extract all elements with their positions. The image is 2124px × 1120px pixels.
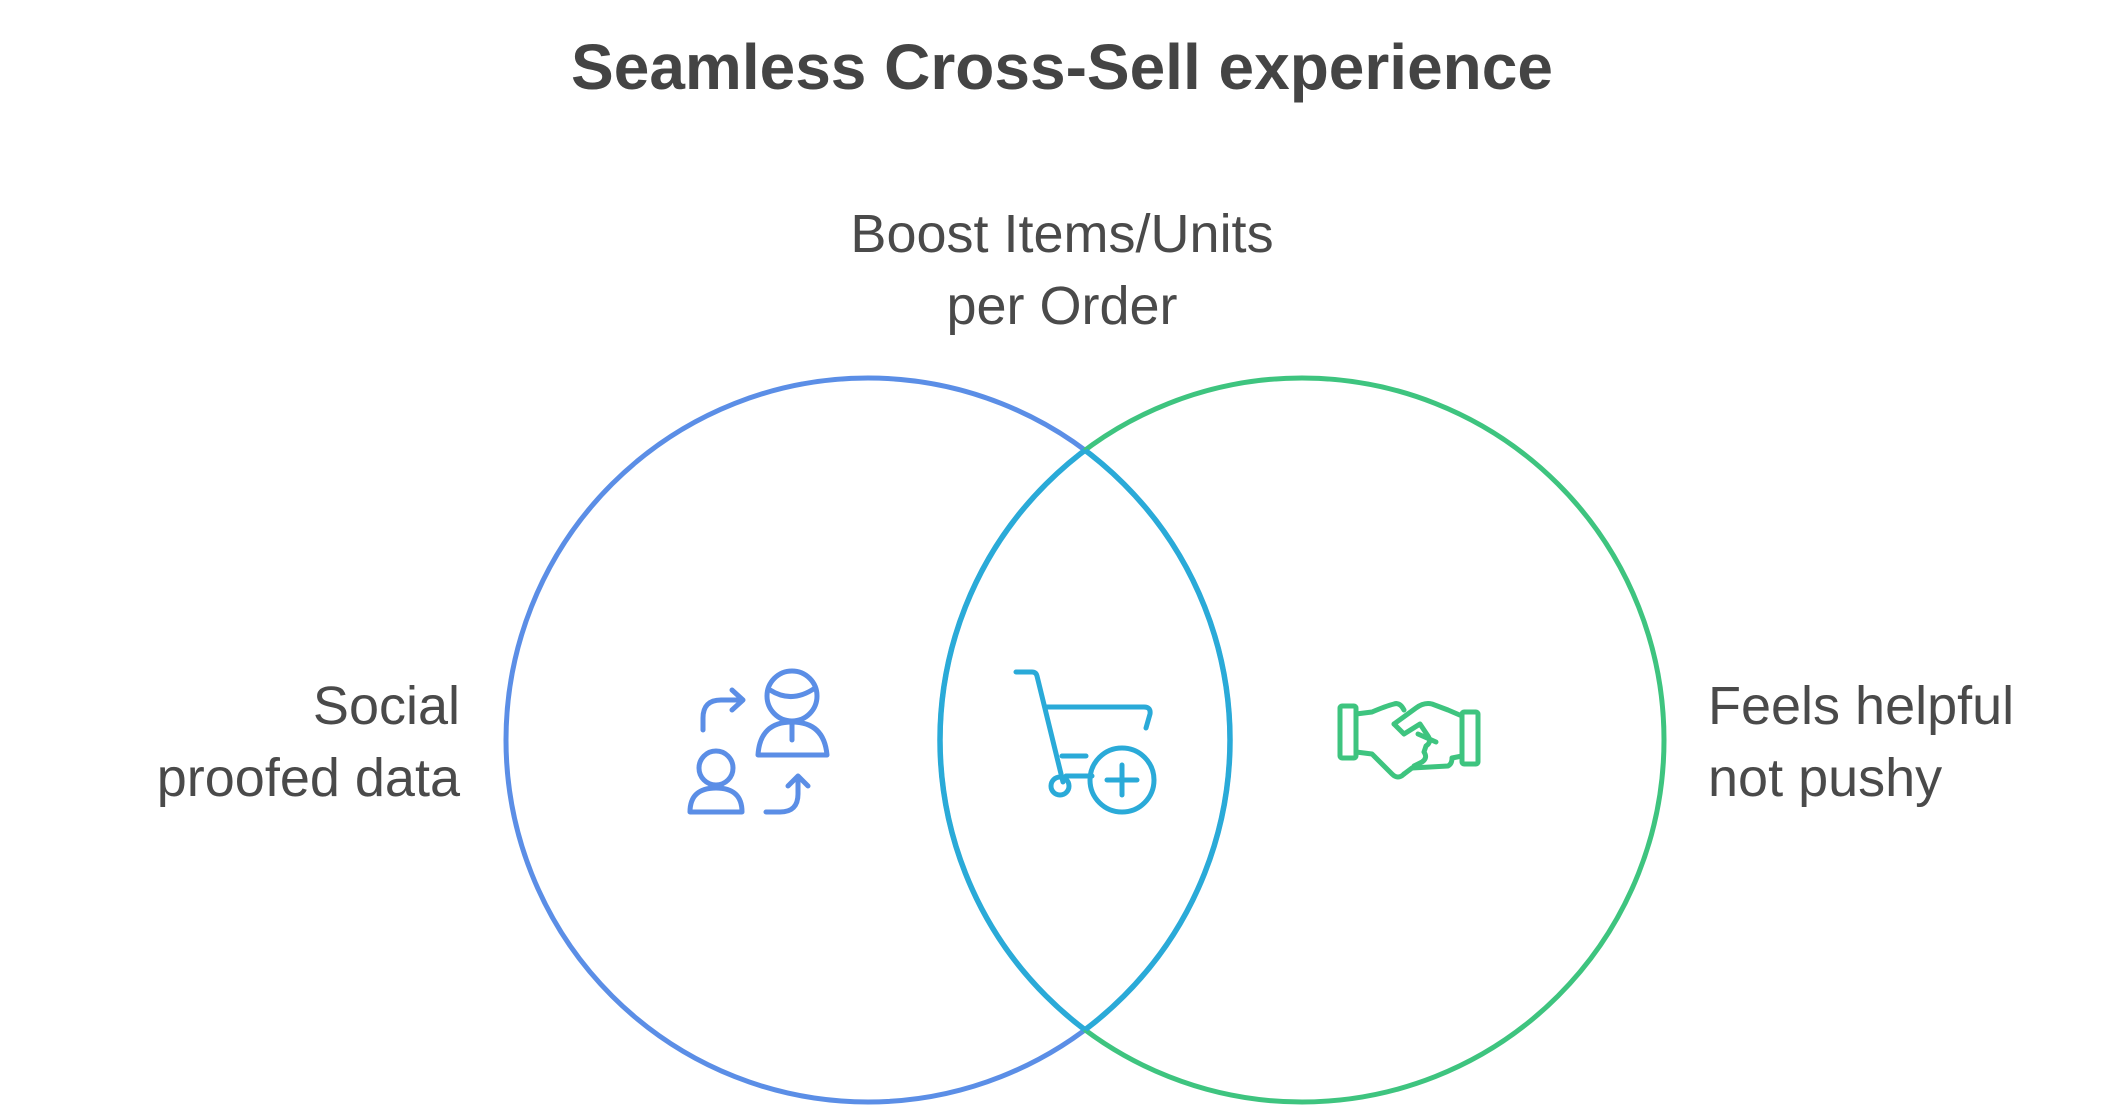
label-social-proof: Social proofed data xyxy=(60,670,460,814)
label-boost-line-1: Boost Items/Units xyxy=(850,204,1274,264)
diagram-title: Seamless Cross-Sell experience xyxy=(571,31,1553,103)
handshake-icon xyxy=(1337,701,1481,780)
label-social-line-1: Social xyxy=(312,676,460,736)
overlap-arc-right xyxy=(937,378,1230,1102)
cart-add-icon xyxy=(1013,669,1157,815)
right-circle xyxy=(937,375,1667,1105)
label-feels-helpful: Feels helpful not pushy xyxy=(1708,670,2124,814)
label-social-line-2: proofed data xyxy=(156,748,460,808)
overlap-arc-left xyxy=(940,378,1233,1102)
label-boost-line-2: per Order xyxy=(946,276,1178,336)
label-boost-items: Boost Items/Units per Order xyxy=(762,198,1362,342)
user-exchange-icon xyxy=(687,668,830,815)
left-circle xyxy=(503,375,1233,1105)
label-helpful-line-2: not pushy xyxy=(1708,748,1943,808)
label-helpful-line-1: Feels helpful xyxy=(1708,676,2015,736)
